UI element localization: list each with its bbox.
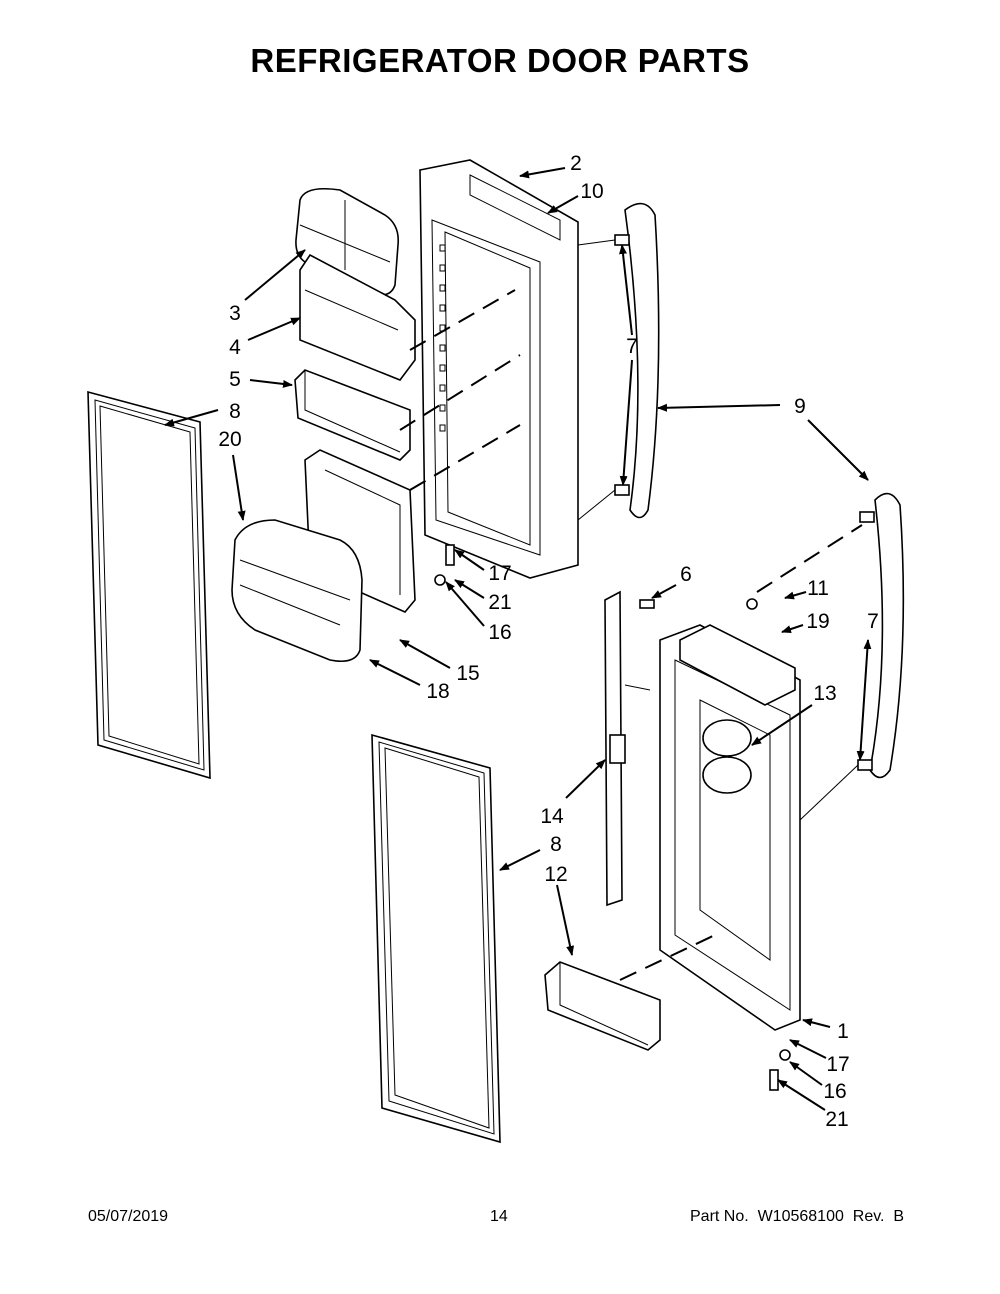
callout-14: 14 (540, 805, 564, 828)
door-gasket-left (87, 390, 211, 780)
mullion (604, 590, 626, 907)
door-liner-lower (659, 624, 801, 1031)
callout-12: 12 (544, 863, 567, 886)
callout-15: 15 (456, 662, 479, 685)
callout-20: 20 (218, 428, 241, 451)
footer-date: 05/07/2019 (88, 1208, 169, 1225)
dairy-bin (299, 253, 416, 381)
callout-18: 18 (426, 680, 449, 703)
callout-16b: 16 (823, 1080, 846, 1103)
door-gasket-lower (371, 733, 501, 1144)
callout-17b: 17 (826, 1053, 849, 1076)
footer-part-number: Part No. W10568100 Rev. B (690, 1208, 905, 1225)
callout-5: 5 (229, 368, 241, 391)
page-title: REFRIGERATOR DOOR PARTS (250, 42, 750, 79)
door-handle-upper (614, 202, 660, 519)
dispenser-cover (231, 519, 363, 663)
callout-labels: 2 10 3 4 5 8 20 7 9 17 21 16 6 11 19 7 1… (218, 152, 879, 1131)
assembly-lines (399, 239, 863, 981)
footer-page-number: 14 (490, 1208, 508, 1225)
callout-4: 4 (229, 336, 241, 359)
callout-17: 17 (488, 562, 511, 585)
callout-2: 2 (570, 152, 582, 175)
callout-16: 16 (488, 621, 511, 644)
callout-8: 8 (229, 400, 241, 423)
callout-21: 21 (488, 591, 511, 614)
callout-1: 1 (837, 1020, 849, 1043)
callout-3: 3 (229, 302, 241, 325)
callout-21b: 21 (825, 1108, 848, 1131)
callout-19: 19 (806, 610, 829, 633)
door-bin-upper (294, 369, 411, 461)
shelf-pegs (439, 244, 446, 432)
callout-8b: 8 (550, 833, 562, 856)
callout-9: 9 (794, 395, 806, 418)
door-handle-lower (857, 492, 905, 779)
callout-11: 11 (807, 577, 829, 600)
callout-7b: 7 (867, 610, 879, 633)
callout-6: 6 (680, 563, 692, 586)
callout-13: 13 (813, 682, 836, 705)
callout-10: 10 (580, 180, 603, 203)
leader-lines (164, 167, 872, 1111)
door-bin-lower (544, 961, 661, 1051)
hinge-hardware (434, 544, 791, 1091)
callout-7: 7 (626, 335, 638, 358)
